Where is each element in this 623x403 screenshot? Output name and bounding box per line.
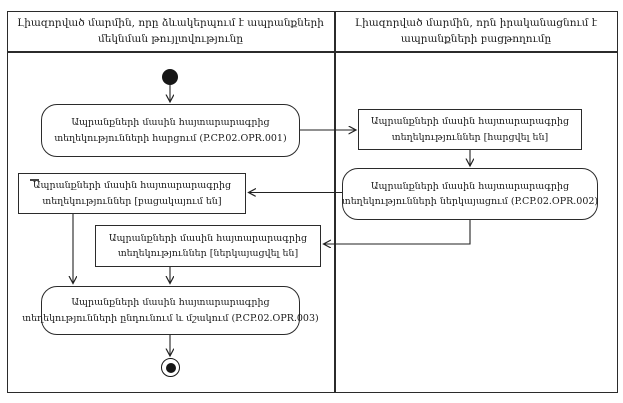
activity-opr001: Ապրանքների մասին հայտարարագրից տեղեկությ…	[41, 104, 300, 157]
activity-opr003: Ապրանքների մասին հայտարարագրից տեղեկությ…	[22, 286, 319, 335]
object-queried-line1: Ապրանքների մասին հայտարարագրից	[370, 116, 570, 127]
object-node-presented: Ապրանքների մասին հայտարարագրից տեղեկությ…	[95, 225, 321, 267]
stray-mark	[30, 179, 39, 181]
object-presented-line2: տեղեկություններ [ներկայացվել են]	[117, 248, 299, 259]
lane-header-right: Լիազորված մարմին, որն իրականացնում է ապր…	[334, 11, 618, 51]
object-node-queried: Ապրանքների մասին հայտարարագրից տեղեկությ…	[358, 109, 582, 150]
object-presented-line1: Ապրանքների մասին հայտարարագրից	[108, 232, 308, 244]
activity-opr001-line2: տեղեկությունների հարցում (P.CP.02.OPR.00…	[54, 132, 287, 144]
swimlane-divider	[334, 11, 336, 393]
object-absent-line2: տեղեկություններ [բացակայում են]	[42, 195, 222, 207]
activity-opr003-line1: Ապրանքների մասին հայտարարագրից	[71, 297, 270, 308]
activity-opr002-line2: տեղեկությունների ներկայացում (P.CP.02.OP…	[341, 196, 599, 207]
lane-right-title-line2: ապրանքների բացթողումը	[400, 33, 552, 45]
activity-opr003-line2: տեղեկությունների ընդունում և մշակում (P.…	[22, 312, 319, 324]
lane-header-divider	[7, 51, 618, 53]
final-node-dot	[165, 362, 176, 373]
object-queried-line2: տեղեկություններ [հարցվել են]	[391, 131, 549, 143]
lane-header-left: Լիազորված մարմին, որը ձևակերպում է ապրան…	[7, 11, 334, 51]
object-absent-line1: Ապրանքների մասին հայտարարագրից	[32, 180, 232, 191]
final-node	[161, 358, 180, 377]
activity-opr002-line1: Ապրանքների մասին հայտարարագրից	[370, 180, 570, 192]
lane-left-title-line1: Լիազորված մարմին, որը ձևակերպում է ապրան…	[17, 17, 324, 29]
lane-left-title-line2: մեկնման թույլտվությունը	[97, 33, 244, 45]
lane-right-title-line1: Լիազորված մարմին, որն իրականացնում է	[354, 17, 598, 29]
activity-opr001-line1: Ապրանքների մասին հայտարարագրից	[71, 117, 270, 128]
object-node-absent: Ապրանքների մասին հայտարարագրից տեղեկությ…	[18, 173, 246, 214]
activity-opr002: Ապրանքների մասին հայտարարագրից տեղեկությ…	[342, 168, 598, 220]
initial-node	[162, 69, 178, 85]
